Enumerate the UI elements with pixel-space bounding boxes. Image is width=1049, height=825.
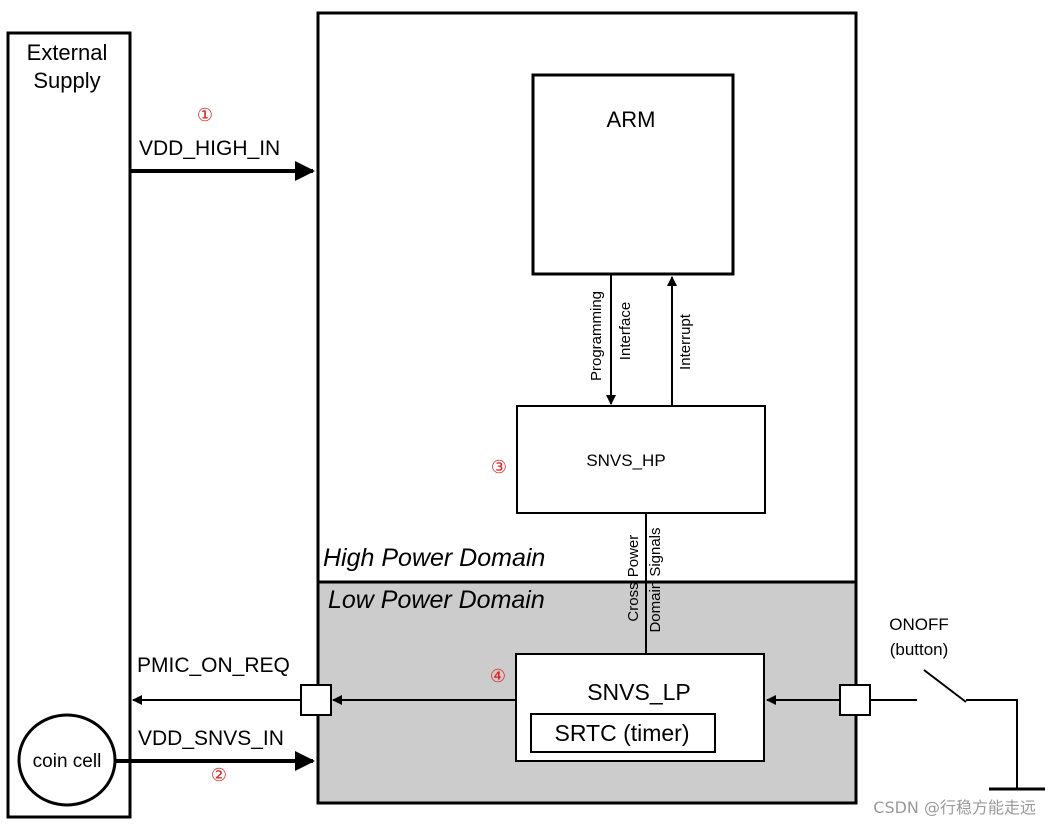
external-supply-box xyxy=(6,31,132,819)
marker-2: ② xyxy=(211,765,227,786)
onoff-label-line1: ONOFF xyxy=(889,615,949,634)
coin-cell xyxy=(17,713,117,807)
cross-label: Cross xyxy=(625,582,642,621)
marker-4: ④ xyxy=(490,666,506,687)
external-supply-label-line2: Supply xyxy=(33,68,100,93)
interface-label: Interface xyxy=(617,302,634,360)
power-label: Power xyxy=(625,535,642,578)
vdd-high-in-label: VDD_HIGH_IN xyxy=(139,137,280,160)
vdd-snvs-in-label: VDD_SNVS_IN xyxy=(138,727,284,750)
snvs-hp-label: SNVS_HP xyxy=(586,451,665,470)
low-power-domain-label: Low Power Domain xyxy=(328,586,545,614)
onoff-label-line2: (button) xyxy=(890,640,949,659)
marker-3: ③ xyxy=(491,457,507,478)
external-supply-label-line1: External xyxy=(27,40,108,65)
coin-cell-label: coin cell xyxy=(33,751,102,772)
snvs-hp-block xyxy=(516,405,766,514)
onoff-switch-icon xyxy=(871,669,1018,788)
domain-signals-label: Domain Signals xyxy=(647,527,664,632)
marker-1: ① xyxy=(197,105,213,126)
arm-label: ARM xyxy=(607,107,656,132)
high-power-domain-label: High Power Domain xyxy=(323,544,545,572)
watermark: CSDN @行稳方能走远 xyxy=(873,798,1036,817)
programming-label: Programming xyxy=(588,291,605,381)
interrupt-label: Interrupt xyxy=(677,313,694,370)
arm-block xyxy=(531,73,735,276)
srtc-label: SRTC (timer) xyxy=(554,720,689,746)
onoff-pad xyxy=(839,684,871,716)
srtc-block xyxy=(530,713,716,753)
snvs-lp-label: SNVS_LP xyxy=(587,679,691,705)
pmic-on-req-label: PMIC_ON_REQ xyxy=(137,654,290,677)
pmic-on-req-pad xyxy=(300,684,332,716)
